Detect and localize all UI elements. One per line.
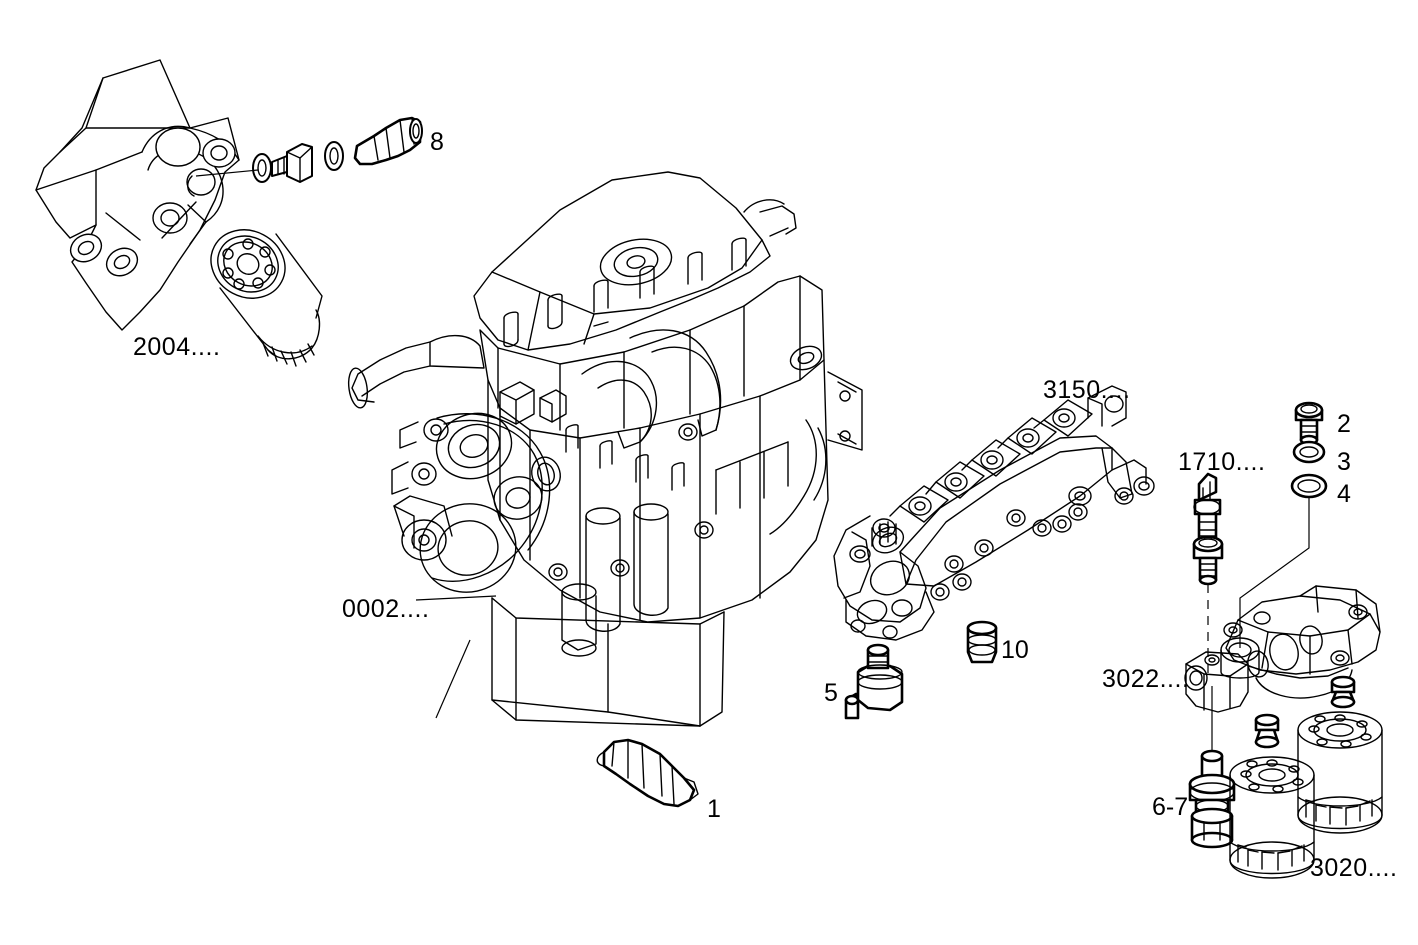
- oil-filter-canister-2004: [210, 229, 323, 367]
- oil-cooler-manifold: [833, 385, 1155, 641]
- item-label-3: 3: [1337, 448, 1351, 476]
- filter-head-assembly: [1184, 585, 1381, 758]
- oil-pressure-sensor-chain: [195, 116, 423, 183]
- hose-connector-fitting: [1193, 472, 1222, 548]
- item-label-2: 2: [1337, 410, 1351, 438]
- oil-cooler-bracket-assembly: [35, 59, 240, 331]
- oil-pressure-switch: [596, 738, 699, 808]
- thermostat-valve: [844, 643, 904, 720]
- group-label-2004: 2004....: [133, 333, 221, 361]
- hollow-screw-2: [1294, 401, 1324, 446]
- item-label-1: 1: [707, 795, 721, 823]
- item-label-8: 8: [430, 128, 444, 156]
- rubber-plug: [966, 620, 998, 664]
- oil-filter-cartridge-right: [1297, 711, 1383, 834]
- sealing-ring-3: [1292, 440, 1326, 464]
- group-label-3020: 3020....: [1310, 854, 1398, 882]
- sealing-ring-4: [1239, 473, 1328, 648]
- item-label-5: 5: [824, 679, 838, 707]
- group-label-3022: 3022....: [1102, 665, 1190, 693]
- banjo-bolt-1710: [1192, 535, 1224, 680]
- filter-spigot-valve: [1188, 749, 1236, 849]
- group-label-1710: 1710....: [1178, 448, 1266, 476]
- group-label-0002: 0002....: [342, 595, 430, 623]
- drain-plug-right: [1330, 675, 1356, 709]
- item-label-10: 10: [1001, 636, 1029, 664]
- drain-plug-mid: [1254, 713, 1280, 749]
- item-label-4: 4: [1337, 480, 1351, 508]
- engine-assembly: [347, 171, 863, 727]
- item-label-6-7: 6-7: [1152, 793, 1189, 821]
- oil-filter-cartridge-left: [1229, 756, 1315, 879]
- group-label-3150: 3150....: [1043, 376, 1131, 404]
